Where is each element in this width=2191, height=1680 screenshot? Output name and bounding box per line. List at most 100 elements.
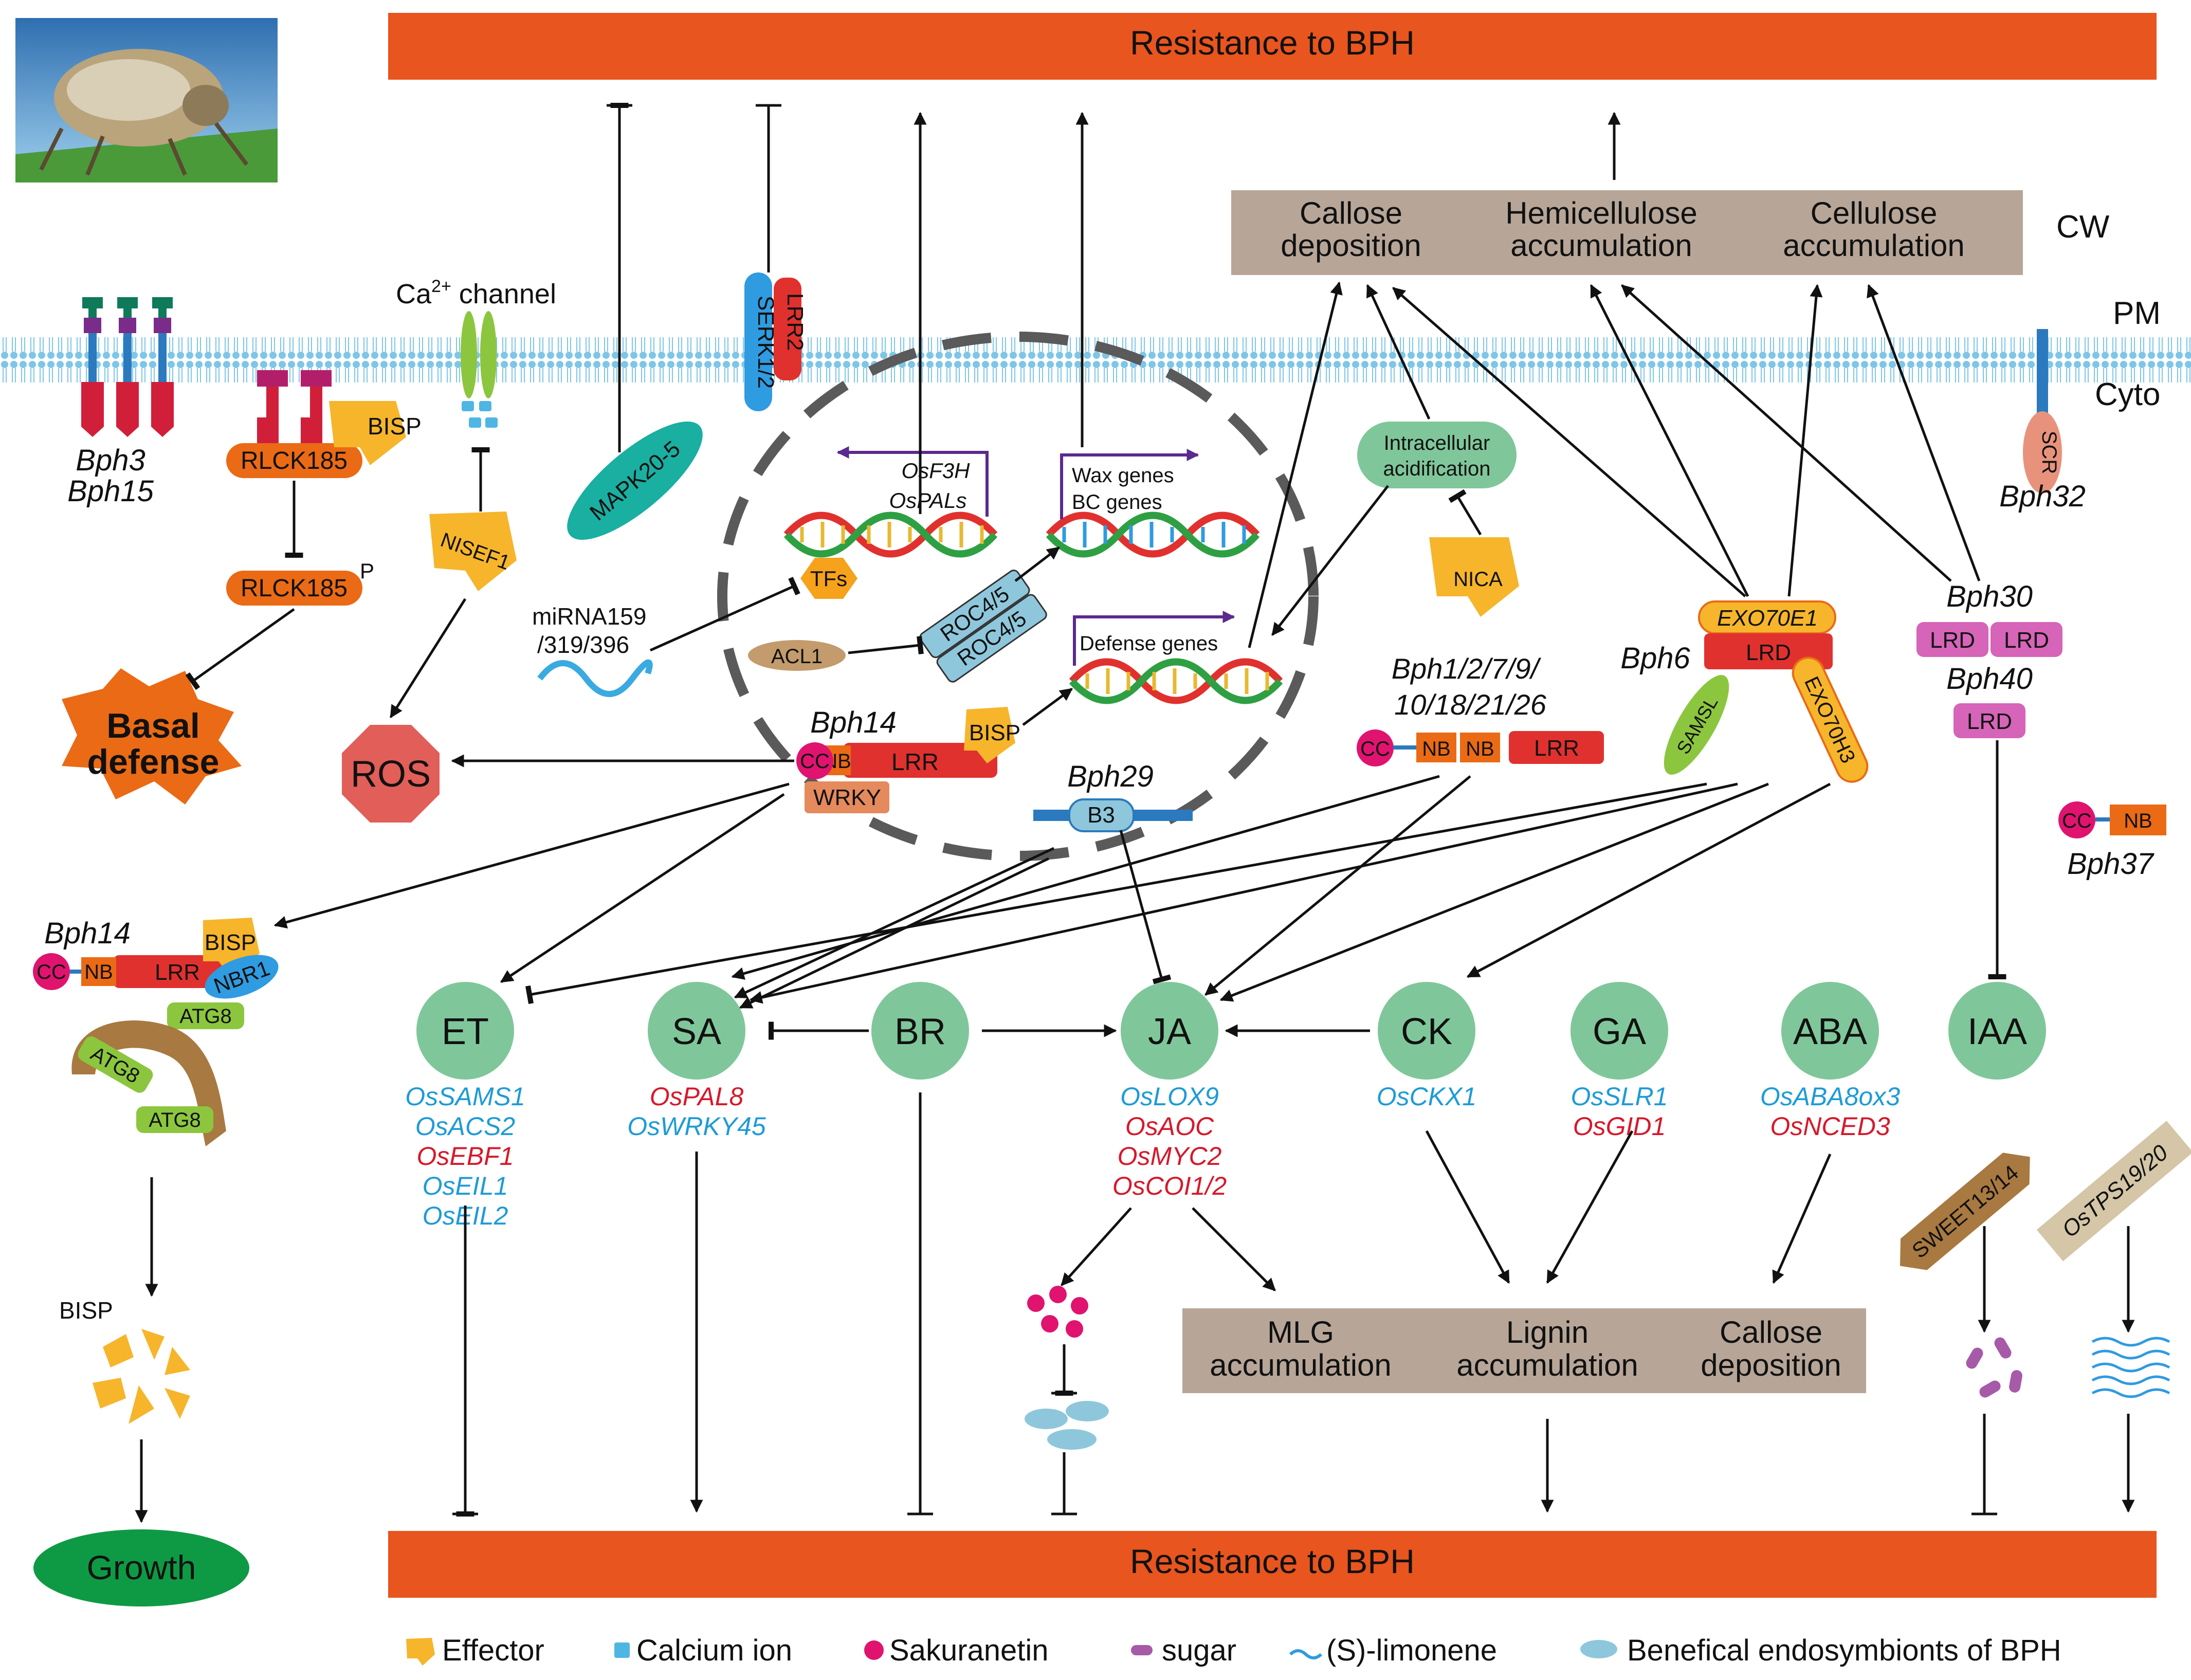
sweet13-14: SWEET13/14: [1900, 1153, 2030, 1270]
hormone-label: IAA: [1967, 1011, 2027, 1052]
svg-text:defense: defense: [87, 742, 220, 781]
hormone-gene: OsAOC: [1125, 1112, 1214, 1141]
svg-text:deposition: deposition: [1701, 1348, 1841, 1382]
intracellular-acidification: Intracellular acidification: [1357, 422, 1517, 488]
svg-text:BC genes: BC genes: [1072, 491, 1162, 514]
dna-helix-defense: [1069, 658, 1283, 704]
hormone-label: JA: [1148, 1011, 1191, 1052]
svg-text:EXO70E1: EXO70E1: [1717, 606, 1818, 631]
top-resistance-banner: Resistance to BPH: [388, 13, 2157, 80]
svg-text:Hemicellulose: Hemicellulose: [1505, 196, 1697, 230]
hormone-gene: OsMYC2: [1118, 1142, 1222, 1171]
svg-text:accumulation: accumulation: [1210, 1348, 1392, 1382]
growth-ellipse: Growth: [33, 1529, 249, 1606]
svg-text:Bph29: Bph29: [1067, 760, 1154, 793]
hormone-br: BR: [871, 982, 969, 1080]
svg-text:LRR: LRR: [155, 960, 200, 985]
hormone-gene: OsCKX1: [1377, 1082, 1477, 1111]
connector-lines: [135, 103, 2135, 1523]
svg-text:Defense genes: Defense genes: [1080, 632, 1218, 655]
legend-sakuranetin-swatch: [864, 1640, 884, 1660]
svg-text:Callose: Callose: [1720, 1315, 1822, 1349]
bottom-resistance-banner: Resistance to BPH: [388, 1531, 2157, 1598]
svg-text:Bph14: Bph14: [810, 706, 897, 739]
svg-text:Bph30: Bph30: [1946, 580, 2033, 613]
hormone-gene: OsCOI1/2: [1112, 1172, 1227, 1200]
endosymbionts: [1025, 1401, 1109, 1450]
svg-text:WRKY: WRKY: [813, 785, 881, 810]
lower-accumulation-box: MLG accumulation Lignin accumulation Cal…: [1182, 1308, 1866, 1393]
svg-text:Callose: Callose: [1300, 196, 1402, 230]
legend-endosymbiont-swatch: [1580, 1640, 1617, 1658]
hormone-gene: OsABA8ox3: [1760, 1082, 1901, 1111]
svg-text:10/18/21/26: 10/18/21/26: [1394, 688, 1547, 721]
sugar-pills: [1966, 1337, 2022, 1398]
hormone-label: SA: [672, 1011, 721, 1052]
bph37: CC NB Bph37: [2058, 801, 2166, 881]
hormone-gene: OsACS2: [415, 1112, 516, 1141]
svg-text:TFs: TFs: [810, 567, 847, 591]
hormone-label: CK: [1401, 1011, 1452, 1052]
basal-defense-burst: Basal defense: [62, 668, 242, 805]
svg-text:(S)-limonene: (S)-limonene: [1326, 1634, 1497, 1667]
mirna-159-319-396: miRNA159 /319/396: [532, 603, 653, 697]
svg-text:Resistance to BPH: Resistance to BPH: [1130, 1542, 1415, 1580]
svg-text:Lignin: Lignin: [1506, 1315, 1589, 1349]
hormone-circle: [1121, 982, 1218, 1080]
svg-text:MLG: MLG: [1267, 1315, 1334, 1349]
svg-text:CC: CC: [36, 961, 66, 983]
svg-text:BISP: BISP: [368, 413, 422, 440]
hormone-label: GA: [1593, 1011, 1646, 1052]
svg-text:NB: NB: [84, 961, 113, 983]
svg-text:sugar: sugar: [1162, 1634, 1236, 1667]
hormone-gene: OsNCED3: [1770, 1112, 1890, 1141]
bph14-autophagy: Bph14 LRR NB CC BISP NBR1 ATG8 ATG8 ATG8: [33, 917, 279, 1146]
hormone-gene: OsWRKY45: [627, 1112, 766, 1141]
hormone-gene: OsEBF1: [417, 1142, 514, 1171]
svg-text:Bph40: Bph40: [1946, 662, 2033, 696]
bph32-scr: SCR Bph32: [1999, 329, 2086, 513]
svg-text:OsF3H: OsF3H: [901, 459, 970, 483]
svg-text:Bph14: Bph14: [44, 917, 131, 950]
svg-text:CC: CC: [1360, 738, 1390, 760]
svg-text:P: P: [360, 559, 374, 583]
svg-text:accumulation: accumulation: [1783, 228, 1965, 263]
legend: Effector Calcium ion Sakuranetin sugar (…: [406, 1634, 2061, 1667]
svg-text:LRD: LRD: [1746, 640, 1791, 665]
svg-text:BISP: BISP: [969, 720, 1020, 745]
hormone-gene: OsGID1: [1573, 1112, 1666, 1141]
pm-label: PM: [2113, 296, 2161, 331]
svg-text:NB: NB: [1466, 738, 1494, 760]
svg-text:Calcium ion: Calcium ion: [636, 1634, 792, 1667]
bph14-complex: Bph14 LRR NB CC BISP WRKY: [796, 706, 1020, 813]
svg-text:Intracellular: Intracellular: [1384, 432, 1490, 454]
svg-text:NB: NB: [2124, 810, 2152, 832]
svg-text:Bph3: Bph3: [76, 444, 145, 477]
sakuranetin-dots: [1027, 1286, 1088, 1338]
hormone-circle: [648, 982, 745, 1080]
svg-text:Cellulose: Cellulose: [1811, 196, 1938, 230]
cell-wall-box: Callose deposition Hemicellulose accumul…: [1231, 190, 2023, 275]
hormone-circle: [416, 982, 514, 1080]
svg-text:OsTPS19/20: OsTPS19/20: [2057, 1140, 2173, 1243]
legend-sugar-swatch: [1131, 1645, 1153, 1655]
legend-calcium-swatch: [614, 1642, 630, 1658]
svg-text:LRR: LRR: [1534, 736, 1579, 761]
calcium-channel: Ca2+ channel: [396, 277, 556, 428]
bph3-bph15-receptors: Bph3 Bph15: [67, 297, 174, 508]
bph30-bph40: Bph30 LRD LRD Bph40 LRD: [1916, 580, 2062, 738]
nucleus-outline: [717, 332, 1319, 861]
svg-text:NICA: NICA: [1453, 568, 1503, 591]
hormone-label: ABA: [1793, 1011, 1867, 1052]
hormone-label: BR: [894, 1011, 946, 1052]
svg-text:ATG8: ATG8: [149, 1109, 201, 1131]
svg-text:Wax genes: Wax genes: [1072, 464, 1174, 487]
svg-text:Bph1/2/7/9/: Bph1/2/7/9/: [1392, 652, 1542, 685]
defense-genes: Defense genes: [1073, 611, 1235, 666]
svg-text:accumulation: accumulation: [1510, 228, 1692, 263]
acl1: ACL1: [748, 640, 846, 671]
svg-text:SCR: SCR: [2038, 431, 2060, 474]
